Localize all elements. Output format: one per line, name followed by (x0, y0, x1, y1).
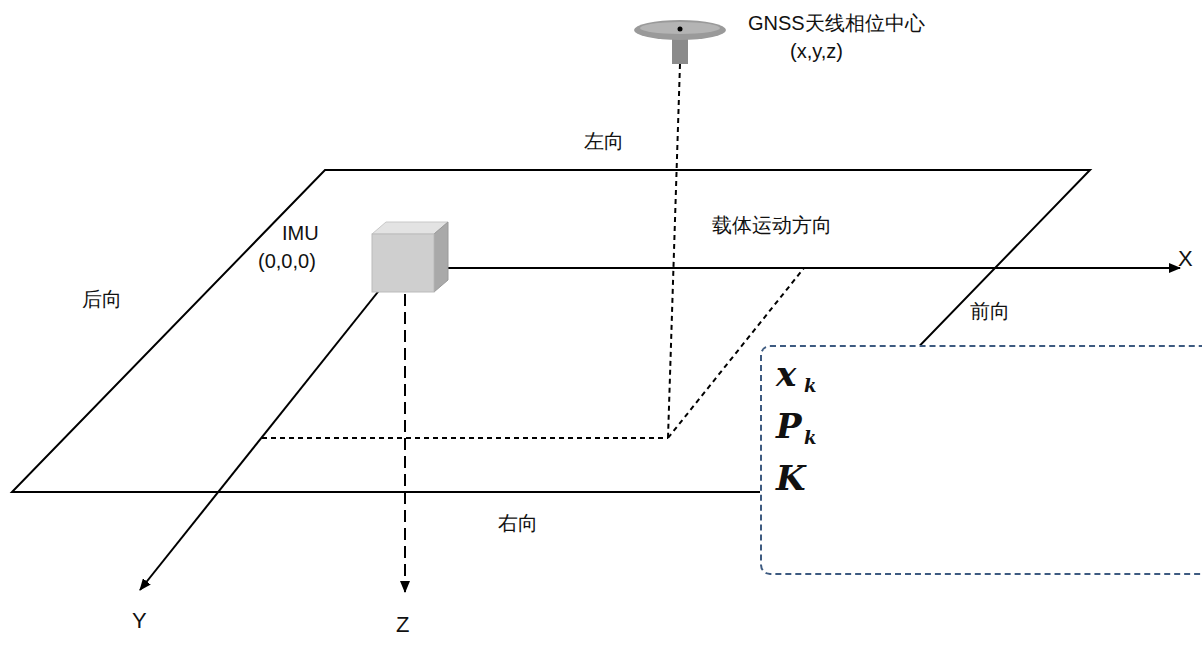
diagram-label: 左向 (584, 130, 624, 153)
diagram-label: (x,y,z) (790, 40, 843, 63)
x-axis (448, 267, 1180, 269)
diagram-label: Z (396, 612, 409, 637)
y-axis (140, 258, 405, 590)
imu-cube (372, 222, 448, 292)
diagram-label: 前向 (970, 300, 1010, 323)
diagram-label: 右向 (498, 512, 538, 535)
formula-symbol: K (776, 461, 806, 495)
diagram-label: (0,0,0) (258, 250, 316, 273)
diagram-label: GNSS天线相位中心 (748, 12, 925, 35)
diagram-label: 后向 (82, 288, 122, 311)
formula-symbol: k (804, 429, 816, 447)
diagram-label: 载体运动方向 (712, 214, 832, 237)
z-axis (404, 294, 406, 592)
formula-symbol: k (804, 377, 816, 395)
formula-symbol: x (776, 357, 796, 391)
diagram-label: IMU (282, 222, 319, 245)
formula-box: xkPkK (760, 345, 1202, 575)
formula-symbol: P (776, 409, 802, 443)
projection-line (262, 437, 668, 439)
antenna-drop-line (668, 64, 680, 438)
diagram-label: Y (132, 608, 147, 633)
diagram-label: X (1178, 246, 1193, 271)
gnss-antenna (634, 20, 726, 64)
